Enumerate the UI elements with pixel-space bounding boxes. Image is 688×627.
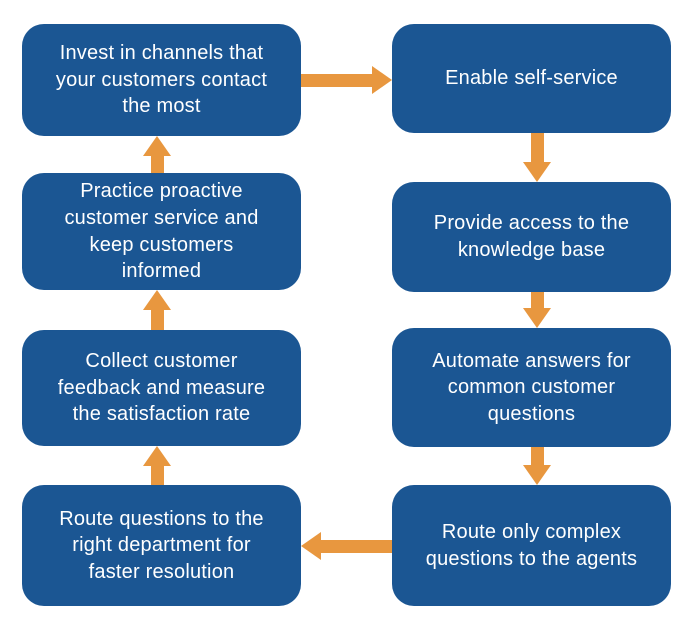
step-label-practice-proactive: Practice proactive customer service and … [64, 180, 259, 283]
arrow-shaft [150, 310, 164, 330]
arrow-automate-to-complex-down-icon [523, 447, 551, 485]
arrowhead-down-icon [523, 308, 551, 328]
step-box-practice-proactive: Practice proactive customer service and … [22, 173, 301, 290]
arrowhead-up-icon [143, 290, 171, 310]
arrow-invest-to-enable-right-icon [301, 66, 392, 94]
step-box-route-complex-questions: Route only complex questions to the agen… [392, 485, 671, 606]
step-label-collect-feedback: Collect customer feedback and measure th… [57, 350, 266, 426]
arrow-shaft [530, 292, 544, 308]
arrow-shaft [301, 73, 372, 87]
arrow-department-to-collect-up-icon [143, 446, 171, 485]
arrowhead-up-icon [143, 446, 171, 466]
arrow-enable-to-provide-down-icon [523, 133, 551, 182]
step-label-automate-answers: Automate answers for common customer que… [432, 349, 631, 425]
step-label-invest-channels: Invest in channels that your customers c… [55, 42, 268, 118]
step-box-provide-knowledge-base: Provide access to the knowledge base [392, 182, 671, 292]
arrow-shaft [150, 156, 164, 173]
arrowhead-right-icon [372, 66, 392, 94]
step-label-route-right-department: Route questions to the right department … [59, 507, 264, 583]
step-label-enable-self-service: Enable self-service [445, 67, 618, 90]
arrow-collect-to-practice-up-icon [143, 290, 171, 330]
arrow-shaft [150, 466, 164, 485]
arrow-practice-to-invest-up-icon [143, 136, 171, 173]
step-box-automate-answers: Automate answers for common customer que… [392, 328, 671, 447]
step-box-invest-channels: Invest in channels that your customers c… [22, 24, 301, 136]
arrow-shaft [530, 447, 544, 465]
arrow-complex-to-department-left-icon [301, 532, 392, 560]
arrow-shaft [530, 133, 544, 162]
step-box-collect-feedback: Collect customer feedback and measure th… [22, 330, 301, 446]
arrowhead-down-icon [523, 465, 551, 485]
arrow-shaft [321, 539, 392, 553]
step-label-route-complex-questions: Route only complex questions to the agen… [425, 520, 638, 570]
step-box-route-right-department: Route questions to the right department … [22, 485, 301, 606]
step-label-provide-knowledge-base: Provide access to the knowledge base [433, 212, 630, 261]
arrowhead-down-icon [523, 162, 551, 182]
arrowhead-up-icon [143, 136, 171, 156]
step-box-enable-self-service: Enable self-service [392, 24, 671, 133]
arrowhead-left-icon [301, 532, 321, 560]
arrow-provide-to-automate-down-icon [523, 292, 551, 328]
